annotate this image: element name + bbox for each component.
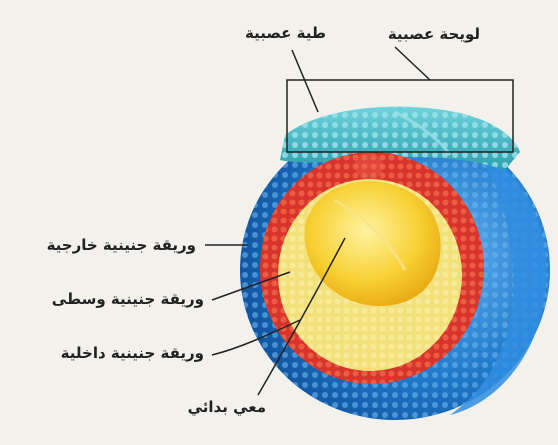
label-primitive-gut: معي بدائي: [188, 400, 266, 415]
leader-neural-plate: [395, 47, 430, 80]
label-ectoderm: وريقة جنينية خارجية: [47, 238, 196, 253]
label-neural-fold: طية عصبية: [245, 26, 326, 41]
label-neural-plate: لويحة عصبية: [388, 27, 480, 42]
label-endoderm: وريقة جنينية داخلية: [61, 346, 204, 361]
leader-neural-fold: [292, 50, 318, 112]
label-mesoderm: وريقة جنينية وسطى: [52, 292, 204, 307]
